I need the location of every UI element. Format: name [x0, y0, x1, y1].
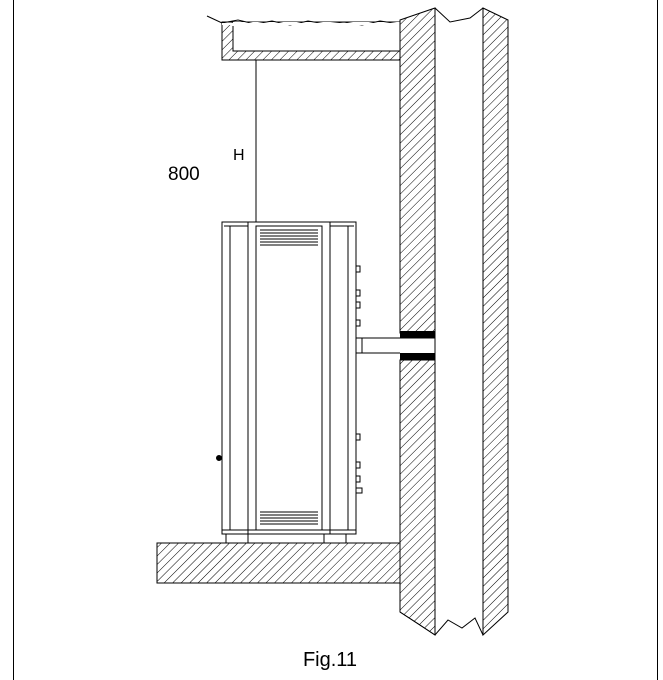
wall-seal-upper [400, 331, 435, 338]
unit-foot-left [225, 533, 249, 544]
vent-louver-bottom [260, 511, 318, 525]
floor-slab [156, 542, 401, 584]
heat-pump-unit [216, 221, 363, 544]
ceiling-slab [206, 15, 401, 61]
left-page-border [13, 0, 14, 680]
unit-side-knob [216, 455, 222, 461]
figure-caption: Fig.11 [303, 649, 357, 671]
unit-foot-right [323, 533, 347, 544]
right-page-border [657, 0, 658, 680]
pipe [356, 337, 435, 354]
wall-seal-lower [400, 353, 435, 360]
wall-outer-leaf [482, 7, 509, 637]
wall-inner-leaf-upper [399, 7, 436, 334]
height-value: 800 [168, 164, 200, 185]
vent-louver-top [260, 229, 318, 246]
wall-bottom-break [399, 611, 484, 636]
wall-inner-leaf-lower [399, 359, 436, 636]
wall-top-break [434, 7, 484, 23]
height-symbol: H [233, 147, 245, 164]
wall [399, 7, 509, 637]
